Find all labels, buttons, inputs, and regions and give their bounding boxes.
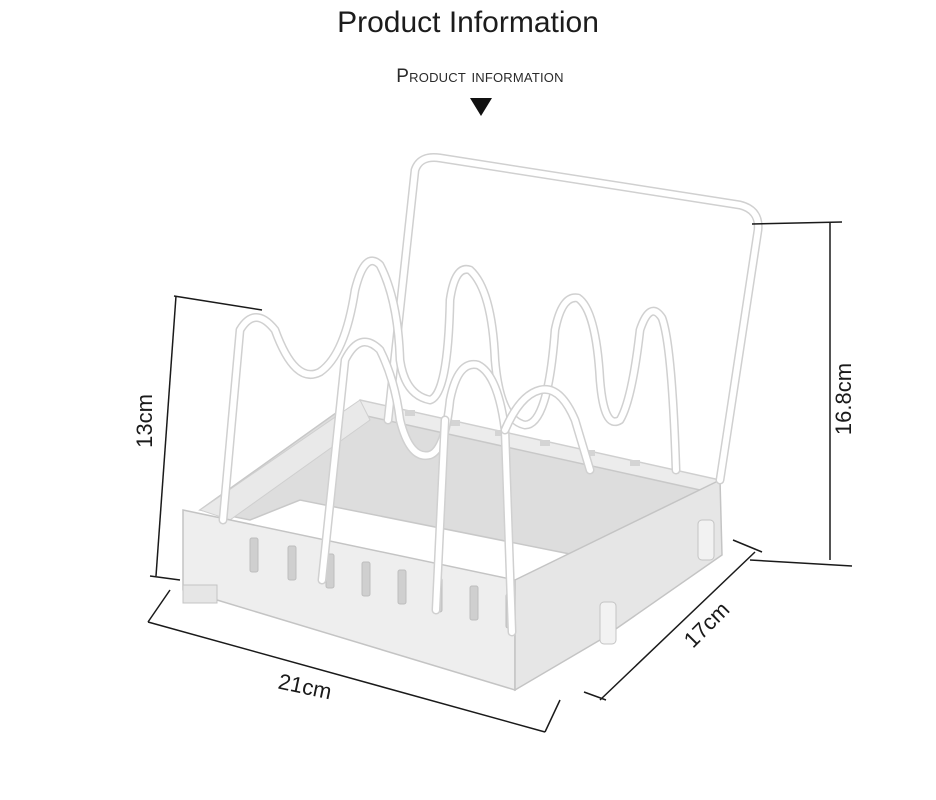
- dimension-label-height-front: 13cm: [131, 394, 157, 448]
- dimension-label-height-total: 16.8cm: [831, 362, 857, 436]
- tray-base: [182, 399, 723, 692]
- dim-line-13cm: [155, 295, 177, 577]
- dim-line-17cm: [599, 551, 756, 701]
- dimension-lines: [147, 221, 853, 733]
- section-subtitle: Product information: [396, 66, 564, 87]
- wire-dividers: [218, 153, 763, 637]
- down-triangle-icon: [470, 98, 492, 116]
- page-title: Product Information: [337, 6, 599, 39]
- dim-line-21cm: [147, 621, 546, 733]
